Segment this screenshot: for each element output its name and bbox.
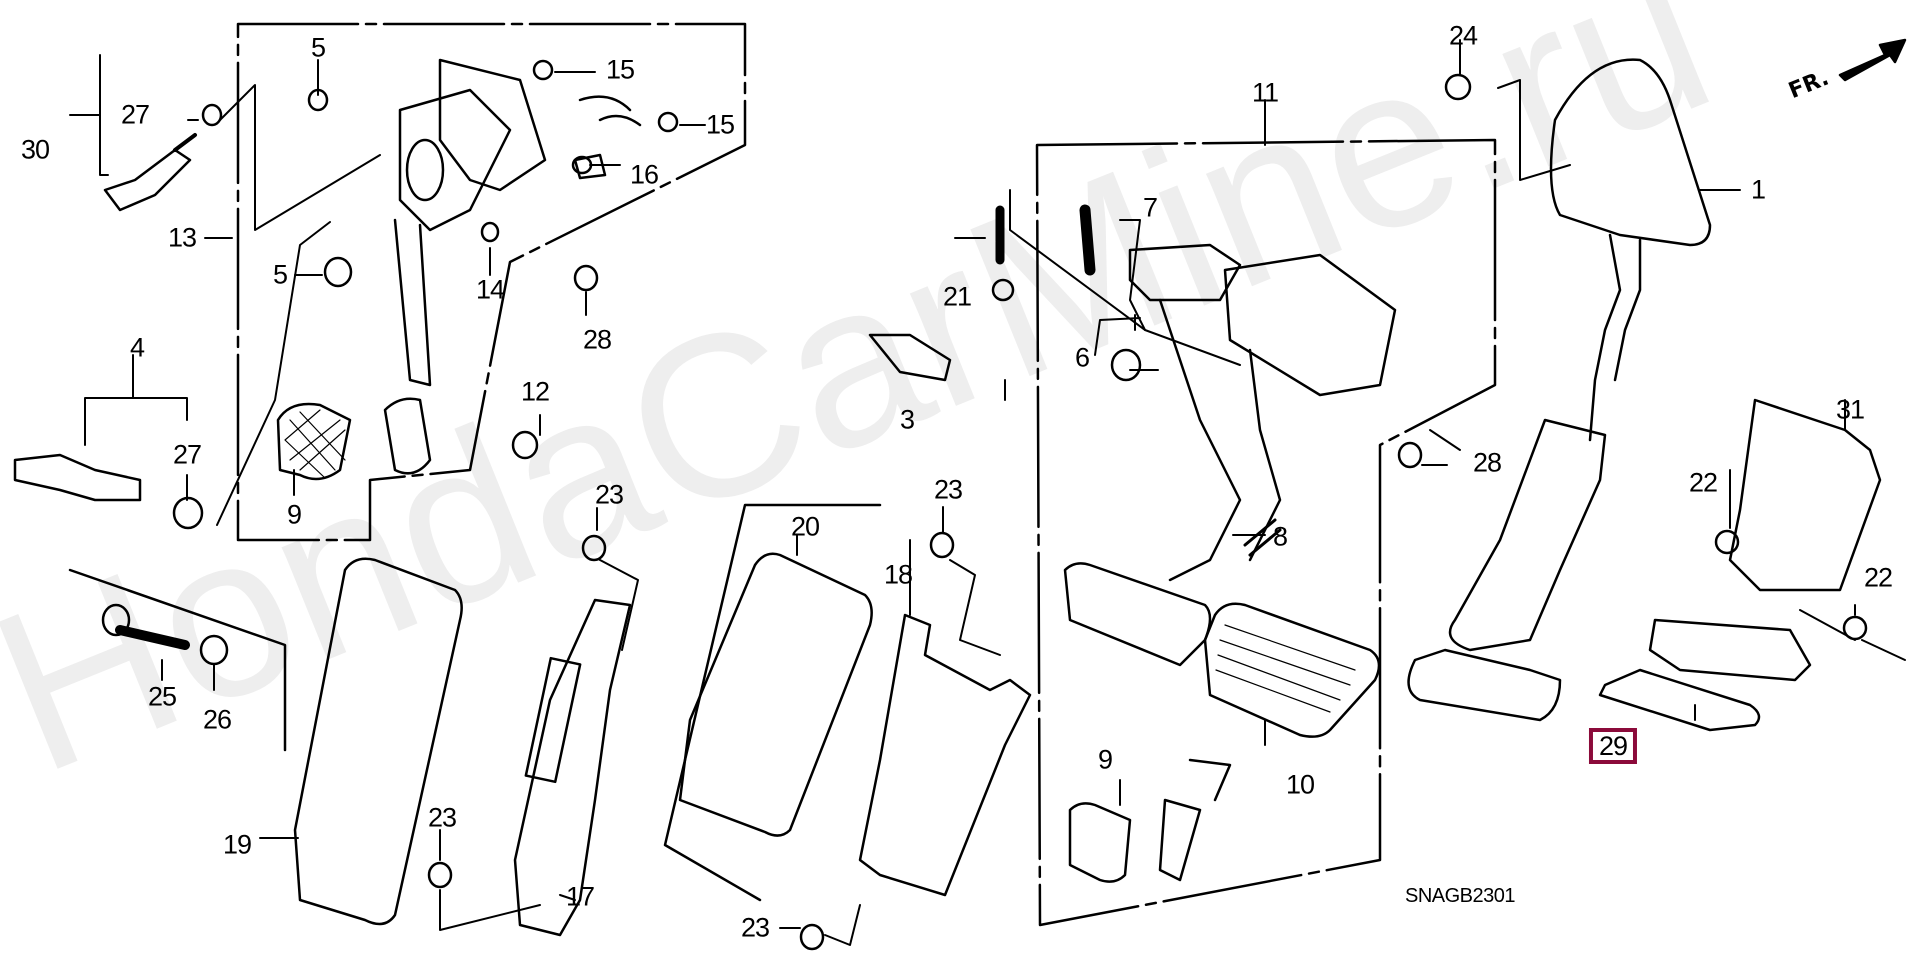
bracket-17 (513, 598, 632, 937)
front-arrow-icon (1838, 38, 1907, 82)
callout-28-left[interactable]: 28 (582, 324, 612, 355)
callout-27-mid[interactable]: 27 (172, 439, 202, 470)
bracket-18 (858, 613, 1032, 897)
callout-23-a[interactable]: 23 (594, 479, 624, 510)
callout-3[interactable]: 3 (899, 404, 915, 435)
callout-19[interactable]: 19 (222, 829, 252, 860)
callout-15-mid[interactable]: 15 (705, 109, 735, 140)
callout-30[interactable]: 30 (20, 134, 50, 165)
callout-23-d[interactable]: 23 (740, 912, 770, 943)
callout-25[interactable]: 25 (147, 681, 177, 712)
callout-13[interactable]: 13 (167, 222, 197, 253)
accelerator-pedal-1 (1407, 58, 1712, 722)
callout-4[interactable]: 4 (129, 332, 145, 363)
floor-mat-29 (1598, 668, 1761, 732)
callout-26[interactable]: 26 (202, 704, 232, 735)
callout-6[interactable]: 6 (1074, 342, 1090, 373)
leader-lines (69, 39, 1906, 946)
callout-14[interactable]: 14 (475, 274, 505, 305)
floor-bracket-31 (1648, 398, 1882, 682)
brake-pad-10 (1203, 602, 1381, 738)
callout-20[interactable]: 20 (790, 511, 820, 542)
group-bracket-11 (1035, 138, 1497, 927)
pedal-pad-9-left (276, 402, 352, 481)
callout-16[interactable]: 16 (629, 159, 659, 190)
callout-24[interactable]: 24 (1448, 20, 1478, 51)
group-bracket-20 (663, 503, 882, 902)
callout-15-top[interactable]: 15 (605, 54, 635, 85)
callout-12[interactable]: 12 (520, 376, 550, 407)
switch-4 (13, 453, 142, 502)
callout-11[interactable]: 11 (1251, 77, 1279, 108)
callout-9-left[interactable]: 9 (286, 499, 302, 530)
small-hardware (101, 59, 1868, 951)
diagram-code: SNAGB2301 (1405, 885, 1516, 907)
callout-5-top[interactable]: 5 (310, 32, 326, 63)
callout-10[interactable]: 10 (1285, 769, 1315, 800)
pedal-pad-20 (678, 552, 873, 837)
callout-31[interactable]: 31 (1835, 394, 1865, 425)
callout-27-top[interactable]: 27 (120, 99, 150, 130)
callout-23-c[interactable]: 23 (427, 802, 457, 833)
switch-30 (103, 133, 197, 212)
callout-9-right[interactable]: 9 (1097, 744, 1113, 775)
callout-22-left[interactable]: 22 (1688, 467, 1718, 498)
pedal-pad-19 (293, 557, 463, 926)
callout-17[interactable]: 17 (565, 881, 595, 912)
callout-29-highlighted[interactable]: 29 (1588, 728, 1638, 764)
callout-22-right[interactable]: 22 (1863, 562, 1893, 593)
callout-18[interactable]: 18 (883, 559, 913, 590)
callout-23-b[interactable]: 23 (933, 474, 963, 505)
clutch-pedal-assembly (383, 58, 547, 475)
callout-21[interactable]: 21 (942, 281, 972, 312)
pedal-pad-9-right (1068, 802, 1132, 883)
callout-8[interactable]: 8 (1272, 521, 1288, 552)
pedal-arm-lower (1158, 758, 1232, 882)
group-bracket-13 (236, 22, 747, 542)
callout-5-mid[interactable]: 5 (272, 259, 288, 290)
group-bracket-19 (68, 568, 287, 752)
callout-28-right[interactable]: 28 (1472, 447, 1502, 478)
callout-1[interactable]: 1 (1750, 174, 1766, 205)
callout-7[interactable]: 7 (1142, 192, 1158, 223)
